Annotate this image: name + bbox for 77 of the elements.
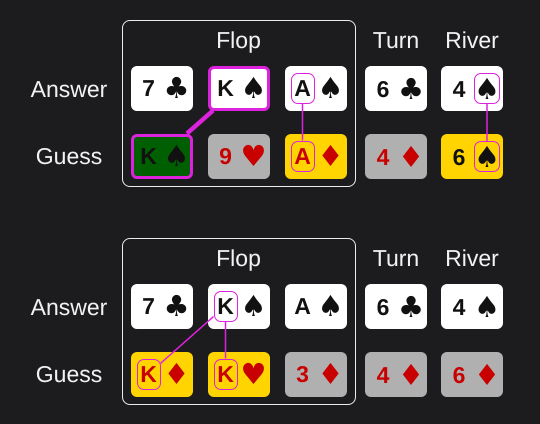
card-rank: 7 [142,75,155,101]
suit-symbol: ♥ [240,359,266,389]
playing-card [365,134,427,179]
playing-card [208,284,270,328]
card-rank: A [294,293,311,319]
playing-card [365,284,427,329]
playing-card [130,284,192,328]
playing-card [130,66,192,110]
card-rank: 4 [452,76,466,102]
card-rank: 4 [376,144,390,170]
suit-symbol: ♣ [164,73,190,103]
group-frame [122,20,356,187]
highlighted-rank: K [214,358,238,390]
connector-line [224,322,226,358]
column-heading: River [445,27,499,53]
card-rank: 9 [219,143,232,169]
card-rank: 6 [376,76,390,102]
card-rank: K [217,75,234,101]
playing-card [365,352,427,397]
playing-card [130,352,192,396]
playing-card [441,352,503,397]
suit-symbol: ♦ [164,359,190,389]
suit-symbol: ♦ [318,359,344,389]
suit-symbol: ♠ [164,141,190,171]
card-rank: 6 [452,362,466,388]
column-heading: Turn [372,27,420,53]
highlighted-rank: A [290,140,314,172]
suit-symbol: ♠ [474,292,500,322]
column-heading: River [445,245,499,271]
playing-card [130,134,192,178]
suit-symbol: ♦ [398,360,424,390]
suit-symbol: ♠ [318,291,344,321]
card-rank: K [140,143,157,169]
connector-line [302,104,304,140]
playing-card [208,134,270,178]
card-rank: 6 [376,294,390,320]
card-rank: 4 [376,362,390,388]
suit-symbol: ♠ [240,291,266,321]
suit-symbol: ♠ [318,73,344,103]
card-rank: 7 [142,293,155,319]
column-heading: Flop [216,244,261,270]
suit-symbol: ♠ [240,73,266,103]
card-rank: 3 [296,361,309,387]
suit-symbol: ♦ [318,141,344,171]
playing-card [441,284,503,329]
connector-line [185,108,215,136]
playing-card [208,66,270,110]
playing-card [441,134,503,179]
suit-symbol: ♦ [398,142,424,172]
card-rank: 4 [452,294,466,320]
playing-card [208,352,270,396]
playing-card [441,66,503,111]
row-label: Answer [30,76,108,102]
highlighted-suit: ♠ [474,141,500,172]
row-label: Answer [30,294,108,320]
connector-line [160,316,214,364]
suit-symbol: ♦ [474,360,500,390]
highlighted-rank: A [290,72,314,104]
group-frame [122,238,356,405]
highlighted-suit: ♠ [474,73,500,104]
playing-card [365,66,427,111]
highlighted-rank: K [214,290,238,322]
suit-symbol: ♣ [398,74,424,104]
playing-card [284,352,346,396]
playing-card [284,284,346,328]
suit-symbol: ♣ [164,291,190,321]
row-label: Guess [36,143,102,169]
suit-symbol: ♣ [398,292,424,322]
playing-card [284,134,346,178]
highlighted-rank: K [136,358,160,390]
card-rank: 6 [452,144,466,170]
column-heading: Flop [216,26,261,52]
connector-line [486,104,488,141]
row-label: Guess [36,361,102,387]
playing-card [284,66,346,110]
suit-symbol: ♥ [240,141,266,171]
column-heading: Turn [372,245,420,271]
